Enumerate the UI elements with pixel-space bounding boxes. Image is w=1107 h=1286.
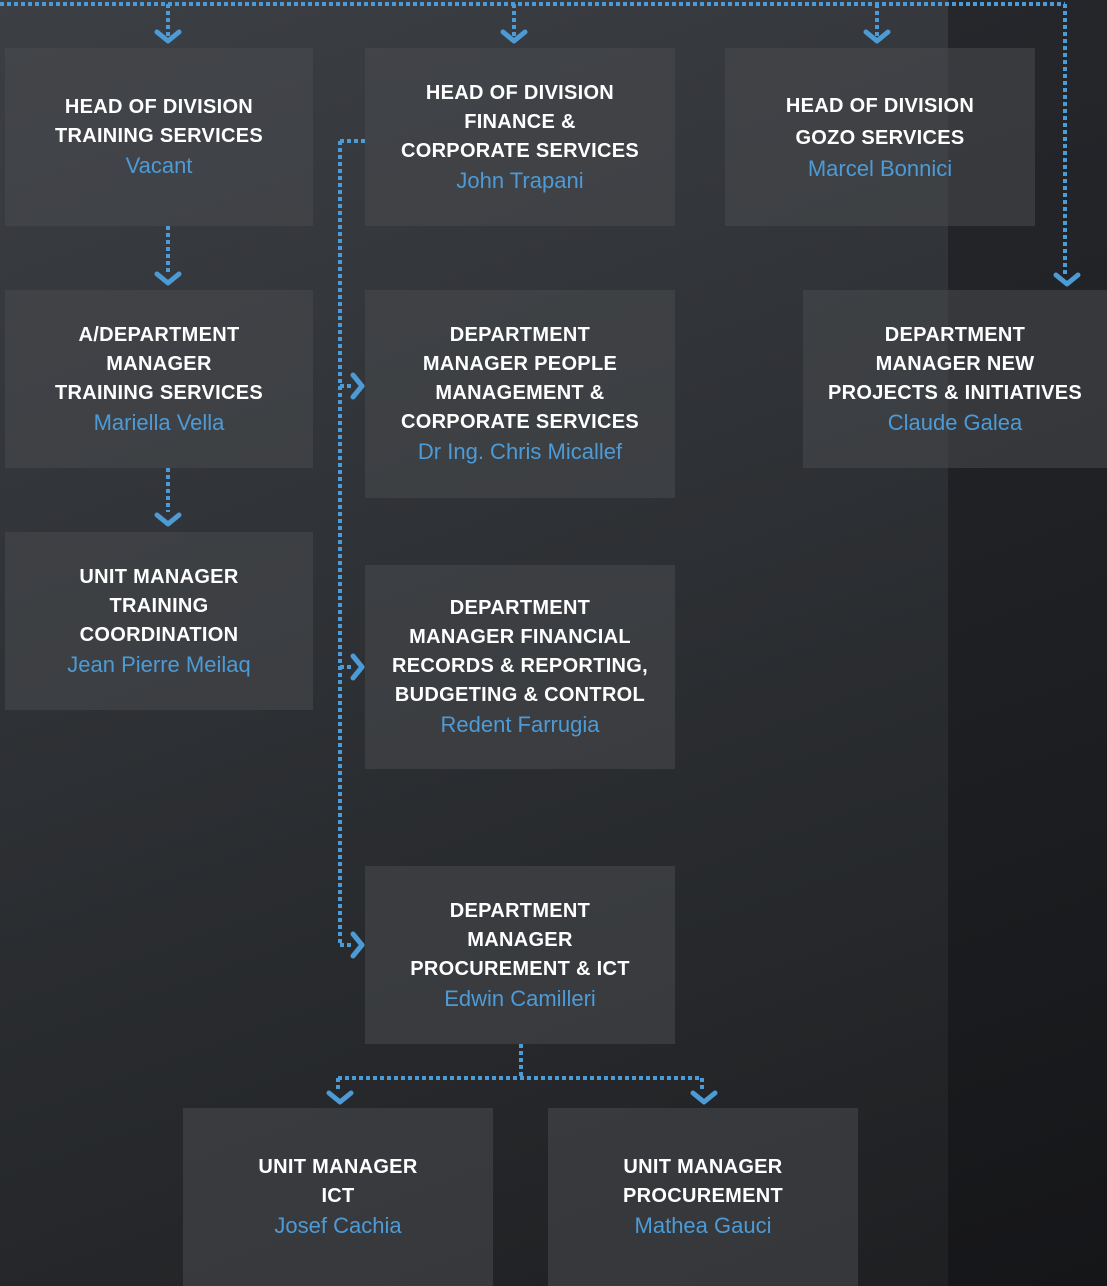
role-title: DEPARTMENT MANAGER PROCUREMENT & ICT xyxy=(410,899,630,980)
arrow-down-icon xyxy=(154,271,182,286)
role-title: UNIT MANAGER PROCUREMENT xyxy=(623,1156,783,1207)
role-title: DEPARTMENT MANAGER PEOPLE MANAGEMENT & C… xyxy=(400,324,640,433)
person-name: Marcel Bonnici xyxy=(807,156,953,181)
node-head-finance: HEAD OF DIVISION FINANCE & CORPORATE SER… xyxy=(365,48,675,226)
arrow-down-icon xyxy=(154,29,182,44)
role-title: HEAD OF DIVISION FINANCE & CORPORATE SER… xyxy=(400,81,640,162)
node-um-ict: UNIT MANAGER ICT Josef Cachia xyxy=(183,1108,493,1286)
arrow-down-icon xyxy=(326,1090,354,1105)
arrow-right-icon xyxy=(350,653,365,681)
arrow-down-icon xyxy=(690,1090,718,1105)
arrow-down-icon xyxy=(500,29,528,44)
person-name: Claude Galea xyxy=(887,409,1023,435)
node-head-training: HEAD OF DIVISION TRAINING SERVICES Vacan… xyxy=(5,48,313,226)
role-title: HEAD OF DIVISION TRAINING SERVICES xyxy=(54,96,264,147)
person-name: Josef Cachia xyxy=(274,1213,402,1238)
node-dm-new-projects: DEPARTMENT MANAGER NEW PROJECTS & INITIA… xyxy=(803,290,1107,468)
node-um-training-coord: UNIT MANAGER TRAINING COORDINATION Jean … xyxy=(5,532,313,710)
arrow-down-icon xyxy=(154,512,182,527)
person-name: Redent Farrugia xyxy=(440,712,600,737)
node-dm-people: DEPARTMENT MANAGER PEOPLE MANAGEMENT & C… xyxy=(365,290,675,498)
person-name: Jean Pierre Meilaq xyxy=(67,651,251,677)
person-name: John Trapani xyxy=(456,167,584,193)
person-name: Edwin Camilleri xyxy=(444,985,596,1011)
arrow-down-icon xyxy=(863,29,891,44)
role-title: UNIT MANAGER ICT xyxy=(258,1156,418,1207)
node-head-gozo: HEAD OF DIVISION GOZO SERVICES Marcel Bo… xyxy=(725,48,1035,226)
role-title: A/DEPARTMENT MANAGER TRAINING SERVICES xyxy=(54,323,264,404)
arrow-down-icon xyxy=(1053,272,1081,287)
node-dm-training: A/DEPARTMENT MANAGER TRAINING SERVICES M… xyxy=(5,290,313,468)
node-um-procurement: UNIT MANAGER PROCUREMENT Mathea Gauci xyxy=(548,1108,858,1286)
arrow-right-icon xyxy=(350,372,365,400)
node-dm-financial: DEPARTMENT MANAGER FINANCIAL RECORDS & R… xyxy=(365,565,675,769)
person-name: Dr Ing. Chris Micallef xyxy=(417,439,623,464)
role-title: HEAD OF DIVISION GOZO SERVICES xyxy=(785,95,975,149)
person-name: Mariella Vella xyxy=(93,409,225,435)
person-name: Mathea Gauci xyxy=(634,1213,772,1238)
node-dm-procurement-ict: DEPARTMENT MANAGER PROCUREMENT & ICT Edw… xyxy=(365,866,675,1044)
person-name: Vacant xyxy=(125,153,193,178)
role-title: DEPARTMENT MANAGER NEW PROJECTS & INITIA… xyxy=(827,323,1083,404)
role-title: UNIT MANAGER TRAINING COORDINATION xyxy=(79,565,239,646)
arrow-right-icon xyxy=(350,931,365,959)
role-title: DEPARTMENT MANAGER FINANCIAL RECORDS & R… xyxy=(391,597,649,706)
